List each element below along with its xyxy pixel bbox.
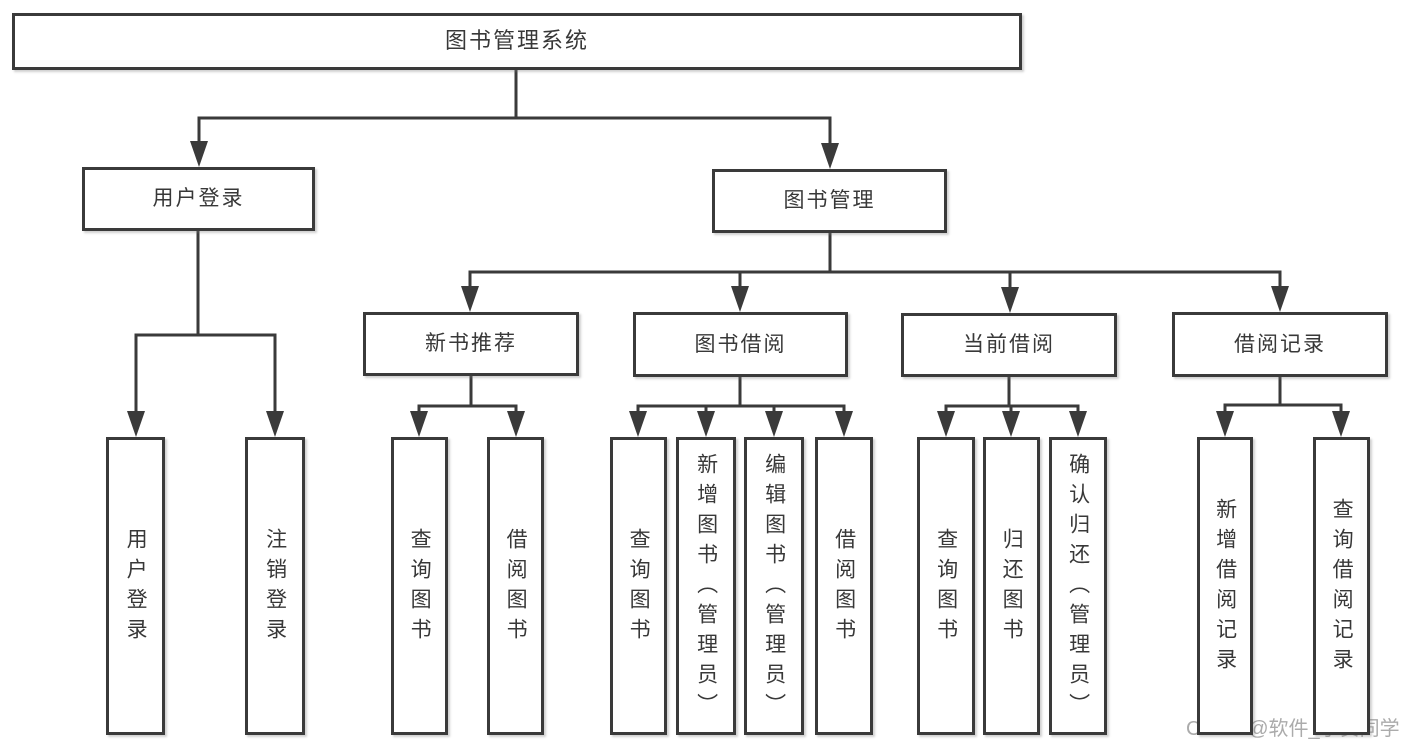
node-leaf-query-books-rec: 查询图书: [391, 437, 448, 735]
arrowhead-down-icon: [835, 411, 853, 437]
node-leaf-query-borrow-record: 查询借阅记录: [1313, 437, 1370, 735]
node-borrowing-records: 借阅记录: [1172, 312, 1388, 377]
node-leaf-add-borrow-record: 新增借阅记录: [1197, 437, 1253, 735]
node-leaf-confirm-return: 确认归还（管理员）: [1049, 437, 1107, 735]
node-book-management: 图书管理: [712, 169, 947, 233]
arrowhead-down-icon: [1002, 411, 1020, 437]
arrowhead-down-icon: [266, 411, 284, 437]
node-leaf-query-books-bor: 查询图书: [610, 437, 667, 735]
node-new-book-recommendation: 新书推荐: [363, 312, 579, 376]
node-leaf-edit-books-admin: 编辑图书（管理员）: [744, 437, 804, 735]
arrowhead-down-icon: [190, 141, 208, 167]
arrowhead-down-icon: [127, 411, 145, 437]
arrowhead-down-icon: [765, 411, 783, 437]
node-leaf-user-login: 用户登录: [106, 437, 165, 735]
arrowhead-down-icon: [697, 411, 715, 437]
node-leaf-query-books-cur: 查询图书: [917, 437, 975, 735]
arrowhead-down-icon: [731, 286, 749, 312]
node-user-login: 用户登录: [82, 167, 315, 231]
arrowhead-down-icon: [461, 286, 479, 312]
node-leaf-add-books-admin: 新增图书（管理员）: [676, 437, 736, 735]
node-leaf-return-books: 归还图书: [983, 437, 1040, 735]
arrowhead-down-icon: [1069, 411, 1087, 437]
arrowhead-down-icon: [410, 411, 428, 437]
arrowhead-down-icon: [821, 143, 839, 169]
node-book-borrowing: 图书借阅: [633, 312, 848, 377]
node-leaf-logout: 注销登录: [245, 437, 305, 735]
arrowhead-down-icon: [1271, 286, 1289, 312]
node-current-borrowing: 当前借阅: [901, 313, 1117, 377]
arrowhead-down-icon: [1332, 411, 1350, 437]
arrowhead-down-icon: [507, 411, 525, 437]
arrowhead-down-icon: [937, 411, 955, 437]
node-leaf-borrow-books-rec: 借阅图书: [487, 437, 544, 735]
arrowhead-down-icon: [629, 411, 647, 437]
node-system: 图书管理系统: [12, 13, 1022, 70]
node-leaf-borrow-books: 借阅图书: [815, 437, 873, 735]
arrowhead-down-icon: [1216, 411, 1234, 437]
arrowhead-down-icon: [1001, 287, 1019, 313]
